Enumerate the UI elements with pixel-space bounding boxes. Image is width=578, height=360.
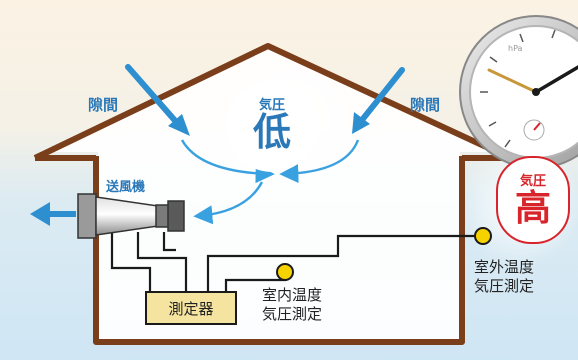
blower-icon (77, 193, 185, 239)
blower-label: 送風機 (106, 180, 146, 195)
indoor-sensor-line1: 室内温度 (262, 286, 323, 304)
outdoor-sensor-label: 室外温度 気圧測定 (474, 258, 534, 296)
gap-label-left: 隙間 (88, 96, 119, 114)
pressure-inside-caption: 気圧 (258, 98, 285, 113)
air-flow-lines (180, 139, 360, 225)
indoor-sensor-line2: 気圧測定 (262, 305, 323, 323)
sensor-icon (276, 263, 294, 281)
arrow-left-icon (30, 202, 76, 226)
gauge-icon (459, 15, 578, 169)
meter-label: 測定器 (168, 300, 214, 318)
air-leak-arrow-left (125, 64, 190, 136)
pressure-inside-level: 低 (252, 110, 291, 154)
outdoor-sensor-line1: 室外温度 (474, 258, 535, 276)
pressure-outside-level: 高 (514, 188, 551, 229)
house-walls (93, 156, 465, 345)
pressure-outside-badge: 気圧 高 (496, 156, 570, 244)
air-leak-arrow-right (352, 67, 405, 134)
outdoor-sensor-line2: 気圧測定 (474, 277, 535, 295)
pressure-inside-badge: 気圧 低 (226, 80, 318, 172)
house-interior (40, 48, 505, 340)
meter-box (145, 291, 237, 325)
indoor-sensor-label: 室内温度 気圧測定 (262, 286, 322, 324)
gauge-unit-label: hPa (508, 44, 523, 53)
sensor-icon (474, 227, 492, 245)
pressure-outside-caption: 気圧 (519, 174, 546, 189)
gap-label-right: 隙間 (410, 96, 441, 114)
roof-line (33, 43, 512, 161)
